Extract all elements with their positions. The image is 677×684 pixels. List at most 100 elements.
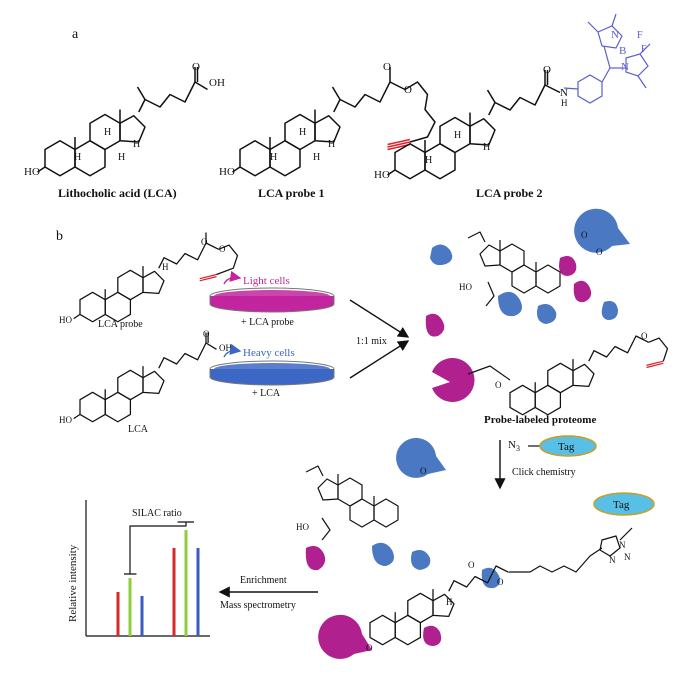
proteome-probe-bottom <box>509 335 669 416</box>
triazole-ring <box>599 535 621 557</box>
protein-blob <box>305 546 326 571</box>
clicked-o-label: O <box>420 466 427 476</box>
protein-blob <box>411 550 431 570</box>
triazole-tag-bond <box>619 527 633 541</box>
protein-blob <box>430 244 453 266</box>
small-lca-o-label: O <box>203 329 210 339</box>
click-chemistry-label: Click chemistry <box>512 467 576 478</box>
small-lca-ho-label: HO <box>59 415 72 425</box>
protein-blob <box>573 280 592 303</box>
proteome-o-label: O <box>495 380 502 390</box>
probe1-h-label: H <box>299 127 306 138</box>
plus-probe-label: + LCA probe <box>241 317 294 328</box>
clicked-ho-label: HO <box>296 522 309 532</box>
light-cells-label: Light cells <box>243 275 290 287</box>
protein-blob <box>559 256 577 276</box>
proteome-o-label: O <box>581 230 588 240</box>
mix-arrow-lower <box>349 340 410 379</box>
clicked-probe-top <box>305 465 399 528</box>
mass-spec-label: Mass spectrometry <box>220 600 296 611</box>
lca-structure <box>37 67 208 177</box>
azide-label: N3 <box>508 439 520 453</box>
heavy-cells-arrow <box>223 343 242 358</box>
panel-a-label: a <box>72 27 79 42</box>
bodipy-n-label: N <box>621 61 629 73</box>
probe2-o-label: O <box>543 64 551 76</box>
bodipy-n-label: N <box>611 29 619 41</box>
small-probe-o-label: O <box>219 244 226 254</box>
triazole-n-label: N <box>624 552 631 562</box>
heavy-cells-label: Heavy cells <box>243 347 295 359</box>
probe2-h-label: H <box>425 155 432 166</box>
probe1-o-label: O <box>404 84 412 96</box>
lca-h-label: H <box>118 152 125 163</box>
clicked-o-label: O <box>468 560 475 570</box>
probe1-h-label: H <box>270 152 277 163</box>
triazole-n-label: N <box>619 540 626 550</box>
clicked-o-label: O <box>366 643 373 653</box>
probe2-structure <box>387 70 561 180</box>
mix-label: 1:1 mix <box>356 336 387 347</box>
protein-blob <box>423 625 442 646</box>
protein-blob <box>537 304 557 324</box>
small-lca-oh-label: OH <box>219 343 232 353</box>
clicked-probe-bottom <box>369 565 509 646</box>
clicked-o-label: O <box>497 577 504 587</box>
probe1-o-label: O <box>383 61 391 73</box>
protein-blob <box>601 301 618 320</box>
proteome-o-label: O <box>596 247 603 257</box>
small-probe-ho-label: HO <box>59 315 72 325</box>
probe1-h-label: H <box>313 152 320 163</box>
probe2-h-label: H <box>483 142 490 153</box>
lca-h-label: H <box>74 152 81 163</box>
lca-probe-caption: LCA probe <box>98 319 143 330</box>
panel-b-label: b <box>56 229 63 244</box>
bodipy-b-label: B <box>619 45 626 57</box>
plus-lca-label: + LCA <box>252 388 281 399</box>
labeled-protein-magenta <box>432 358 475 402</box>
labeled-protein-magenta <box>318 614 372 659</box>
spectrum-plot: SILAC ratio Relative intensity <box>67 500 210 637</box>
probe2-ho-label: HO <box>374 169 390 181</box>
lca-probe-small-structure <box>73 232 239 323</box>
proteome-probe-top <box>467 231 561 294</box>
probe1-h-label: H <box>328 139 335 150</box>
lca-small-structure <box>73 332 217 423</box>
proteome-ho-label: HO <box>459 282 472 292</box>
tag-label-clicked: Tag <box>613 499 630 511</box>
proteome-o-label: O <box>641 331 648 341</box>
lca-h-label: H <box>133 139 140 150</box>
silac-bracket <box>124 521 194 575</box>
enrichment-label: Enrichment <box>240 575 287 586</box>
lca-ho-label: HO <box>24 166 40 178</box>
lca-h-label: H <box>104 127 111 138</box>
probe2-n-label: N <box>560 87 568 99</box>
lca-small-caption: LCA <box>128 424 149 435</box>
heavy-cells-dish <box>209 360 335 386</box>
silac-label: SILAC ratio <box>132 508 182 519</box>
protein-blob <box>498 291 522 317</box>
probe2-h-label: H <box>561 98 568 108</box>
tag-oval <box>539 435 597 457</box>
lca-caption: Lithocholic acid (LCA) <box>58 186 177 200</box>
probe2-h-label: H <box>454 130 461 141</box>
tag-label: Tag <box>558 441 575 453</box>
clicked-linker <box>509 547 603 573</box>
triazole-n-label: N <box>609 555 616 565</box>
protein-blob <box>481 567 501 589</box>
protein-blob <box>425 313 445 337</box>
probe1-ho-label: HO <box>219 166 235 178</box>
small-probe-h-label: H <box>162 262 169 272</box>
proteome-caption: Probe-labeled proteome <box>484 414 596 426</box>
protein-blob <box>372 542 394 566</box>
labeled-protein-blue <box>396 437 446 478</box>
bodipy-f-label: F <box>641 44 647 55</box>
mix-arrow-upper <box>349 299 410 338</box>
clicked-cluster <box>305 437 501 659</box>
bodipy-group <box>563 13 651 104</box>
small-probe-o-label: O <box>201 237 208 247</box>
proteome-cluster <box>425 208 630 402</box>
proteome-top-chain <box>485 281 495 307</box>
lca-oh-label: OH <box>209 77 225 89</box>
